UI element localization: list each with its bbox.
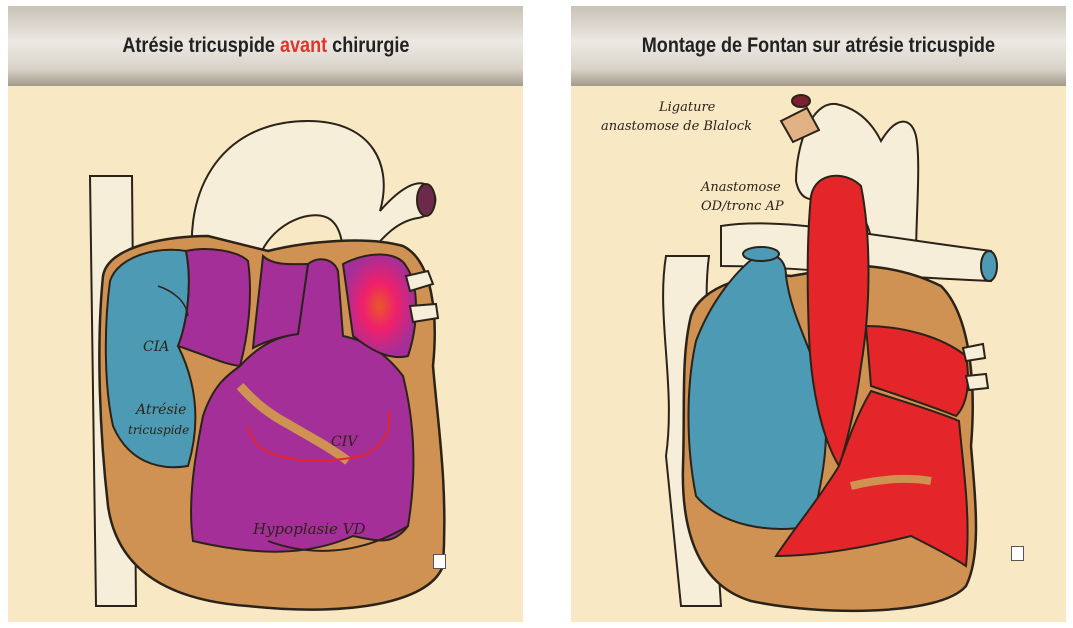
title-text-end: chirurgie [327, 34, 409, 57]
panel-before-surgery: Atrésie tricuspide avant chirurgie [8, 6, 523, 622]
label-ligature-2: anastomose de Blalock [601, 119, 752, 134]
panel-header: Montage de Fontan sur atrésie tricuspide [571, 6, 1066, 86]
corner-stamp [433, 554, 446, 569]
label-anastomose-1: Anastomose [700, 180, 781, 195]
pulmonary-vein-2 [410, 304, 438, 322]
left-atrium [178, 249, 250, 366]
label-atresie-2: tricuspide [128, 423, 189, 437]
corner-stamp [1011, 546, 1024, 561]
label-anastomose-2: OD/tronc AP [701, 199, 784, 214]
od-ap-anastomosis [743, 247, 779, 261]
heart-fontan-diagram: Ligature anastomose de Blalock Anastomos… [571, 86, 1066, 622]
pulmonary-vein-2 [966, 374, 988, 390]
label-civ: CIV [331, 434, 359, 450]
label-atresie-1: Atrésie [134, 402, 186, 418]
panel-header: Atrésie tricuspide avant chirurgie [8, 6, 523, 86]
pulmonary-artery-opening [981, 251, 997, 281]
panel-title: Montage de Fontan sur atrésie tricuspide [642, 34, 995, 58]
panel-title: Atrésie tricuspide avant chirurgie [122, 34, 409, 58]
label-ligature-1: Ligature [658, 100, 716, 115]
label-hypoplasie: Hypoplasie VD [252, 520, 366, 538]
heart-before-diagram: CIA Atrésie tricuspide CIV Hypoplasie VD [8, 86, 523, 622]
aorta-opening [417, 184, 435, 216]
label-cia: CIA [143, 339, 169, 355]
title-highlight: avant [280, 34, 327, 57]
title-text: Atrésie tricuspide [122, 34, 280, 57]
pulmonary-vein-1 [963, 344, 985, 361]
panel-fontan: Montage de Fontan sur atrésie tricuspide… [571, 6, 1066, 622]
blalock-opening [792, 95, 810, 107]
